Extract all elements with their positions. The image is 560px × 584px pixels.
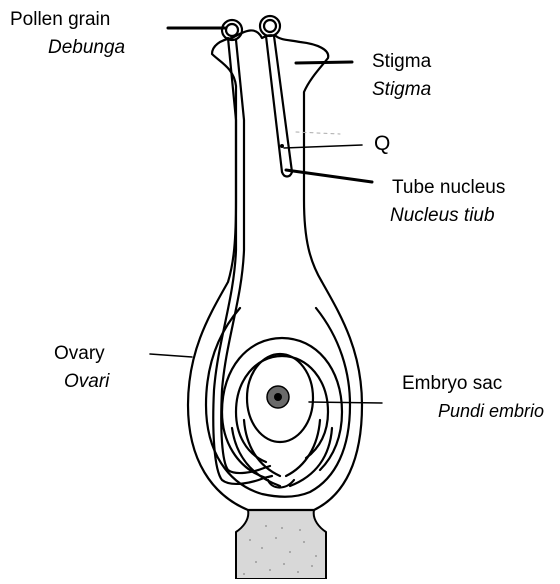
leader-tube-nucleus: [286, 170, 372, 182]
label-tube-nucleus-ms: Nucleus tiub: [390, 204, 495, 227]
faint-marks: [296, 132, 340, 134]
label-stigma-ms: Stigma: [372, 78, 431, 101]
leader-ovary: [150, 354, 192, 357]
leader-q: [284, 145, 362, 148]
pollen-grain-right-inner: [264, 20, 276, 32]
label-embryo-sac: Embryo sac: [402, 372, 502, 395]
leader-embryo-sac: [309, 402, 382, 403]
pollen-tube-short-a: [266, 36, 282, 172]
leader-stigma: [296, 62, 352, 63]
label-tube-nucleus: Tube nucleus: [392, 176, 505, 199]
label-ovary: Ovary: [54, 342, 105, 365]
label-stigma: Stigma: [372, 50, 431, 73]
generative-nucleus: [280, 144, 284, 148]
label-pollen-grain-ms: Debunga: [48, 36, 125, 59]
receptacle: [236, 510, 326, 579]
egg-nucleus-inner: [274, 393, 282, 401]
pollen-tube-short-tip: [282, 172, 292, 177]
pollen-tube-short-b: [274, 36, 292, 172]
label-pollen-grain: Pollen grain: [10, 8, 110, 31]
label-ovary-ms: Ovari: [64, 370, 109, 393]
pollen-tube-long-b: [221, 40, 270, 473]
pollen-grain-left-inner: [226, 24, 238, 36]
label-q: Q: [374, 132, 390, 155]
label-embryo-sac-ms: Pundi embrio: [438, 400, 544, 423]
